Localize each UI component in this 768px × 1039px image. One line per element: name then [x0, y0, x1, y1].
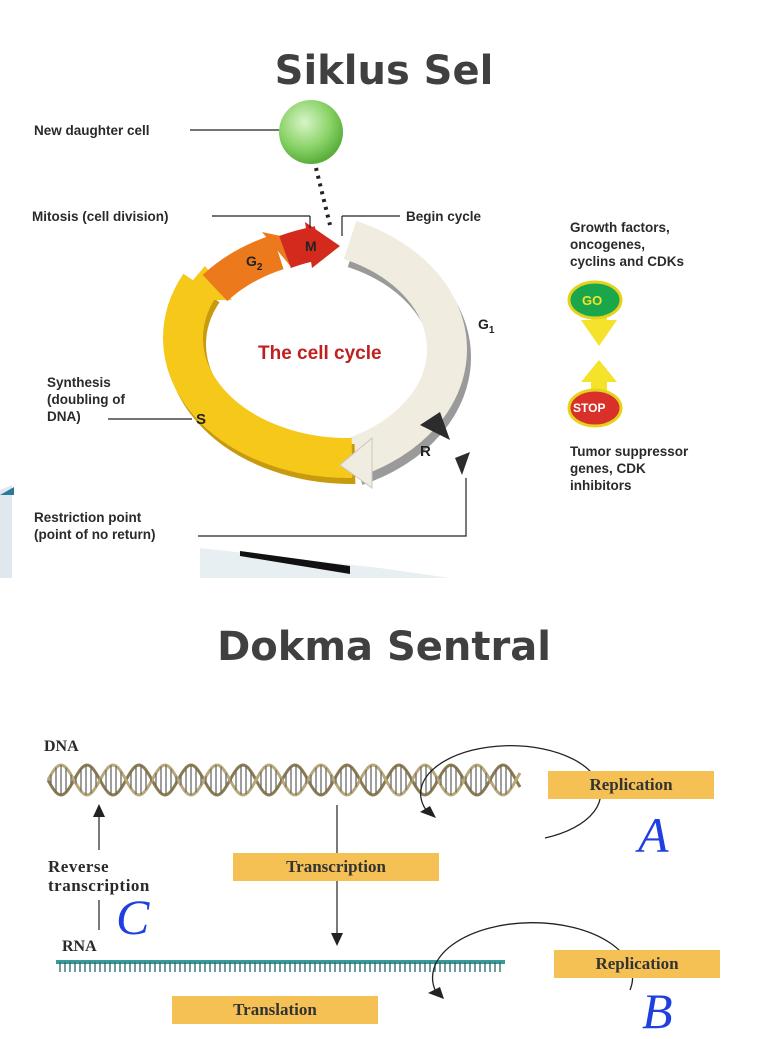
phase-r-label: R — [420, 443, 431, 460]
daughter-cell — [279, 100, 343, 164]
replication-a-loop — [419, 745, 602, 839]
letter-b: B — [642, 983, 673, 1039]
phase-g1-label: G1 — [478, 316, 495, 336]
dna-helix — [46, 763, 522, 797]
decor-left-accent — [0, 487, 14, 495]
m-arrowhead — [305, 222, 340, 268]
slide-title-dokma-sentral: Dokma Sentral — [217, 624, 551, 670]
rna-strand — [56, 960, 505, 972]
phase-m-label: M — [305, 238, 317, 254]
phase-s-label: S — [196, 411, 207, 428]
phase-g2-label: G2 — [246, 253, 263, 273]
letter-a: A — [638, 807, 669, 863]
label-new-daughter-cell: New daughter cell — [34, 123, 150, 138]
slide-title-siklus-sel: Siklus Sel — [274, 48, 494, 94]
g2-phase-band — [202, 234, 284, 302]
replication-b-arrowhead — [428, 987, 444, 999]
label-reverse-transcription: Reverse transcription — [48, 857, 150, 895]
label-mitosis: Mitosis (cell division) — [32, 209, 169, 224]
replication-a-arrowhead — [420, 806, 436, 818]
label-the-cell-cycle: The cell cycle — [258, 343, 382, 364]
letter-c: C — [116, 889, 150, 945]
label-synthesis: Synthesis (doubling of DNA) — [47, 375, 125, 424]
tag-transcription: Transcription — [233, 853, 439, 881]
restriction-marker-top — [420, 412, 450, 440]
stop-badge — [567, 388, 623, 428]
g1-arrowhead — [339, 436, 373, 489]
restriction-marker-bottom — [455, 452, 470, 475]
label-begin-cycle: Begin cycle — [406, 209, 482, 224]
s-arrowhead — [176, 266, 232, 300]
go-down-arrow — [581, 320, 617, 346]
tag-translation: Translation — [172, 996, 378, 1024]
label-tumor-suppressor: Tumor suppressor genes, CDK inhibitors — [570, 444, 689, 493]
g1-phase-band — [343, 221, 467, 477]
tag-replication-a: Replication — [548, 771, 714, 799]
label-rna: RNA — [62, 938, 97, 955]
label-growth-factors: Growth factors, oncogenes, cyclins and C… — [570, 220, 685, 269]
dotted-connector — [314, 167, 332, 226]
go-badge — [567, 280, 623, 320]
go-text: GO — [582, 293, 603, 308]
s-phase-band — [163, 273, 353, 479]
decor-left-strip — [0, 485, 12, 578]
stop-up-arrow — [581, 360, 617, 382]
cell-cycle-diagram — [108, 100, 623, 537]
tag-replication-b: Replication — [554, 950, 720, 978]
stop-text: STOP — [573, 401, 606, 415]
label-dna: DNA — [44, 738, 79, 755]
decor-black-bar — [240, 551, 350, 574]
leader-restriction — [198, 478, 467, 537]
label-restriction-point: Restriction point (point of no return) — [34, 510, 156, 542]
